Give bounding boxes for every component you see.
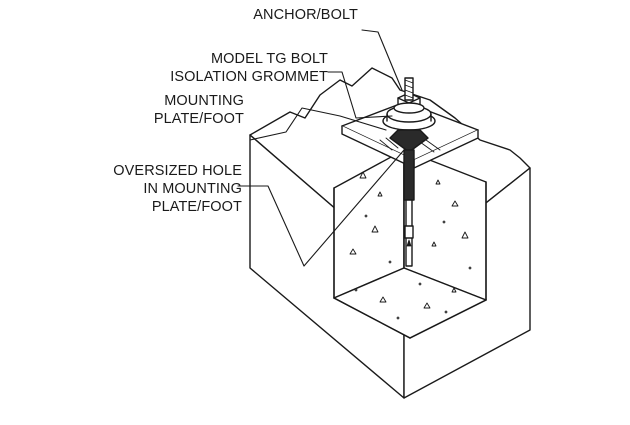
anchor-bolt-rod xyxy=(403,77,415,267)
leader-grommet xyxy=(327,71,393,119)
label-hole-line1: OVERSIZED HOLE xyxy=(113,163,242,179)
label-grommet: MODEL TG BOLT ISOLATION GROMMET xyxy=(170,50,328,86)
plate-section-hatch xyxy=(379,137,441,153)
label-grommet-line2: ISOLATION GROMMET xyxy=(170,69,328,85)
label-oversized-hole: OVERSIZED HOLE IN MOUNTING PLATE/FOOT xyxy=(113,162,242,216)
leader-oversized-hole xyxy=(237,149,405,267)
label-plate-line2: PLATE/FOOT xyxy=(153,111,244,127)
label-hole-line2: IN MOUNTING xyxy=(143,181,242,197)
bolt-nut xyxy=(393,92,425,114)
label-grommet-line1: MODEL TG BOLT xyxy=(210,51,328,67)
label-mounting-plate: MOUNTING PLATE/FOOT xyxy=(154,92,244,128)
concrete-aggregate-marks xyxy=(349,171,472,320)
label-hole-line3: PLATE/FOOT xyxy=(151,199,242,215)
leader-lines xyxy=(237,29,405,267)
leader-mounting-plate xyxy=(249,107,387,141)
leader-anchor-bolt xyxy=(361,29,403,91)
label-plate-line1: MOUNTING xyxy=(164,93,244,109)
label-anchor-bolt: ANCHOR/BOLT xyxy=(253,7,358,23)
